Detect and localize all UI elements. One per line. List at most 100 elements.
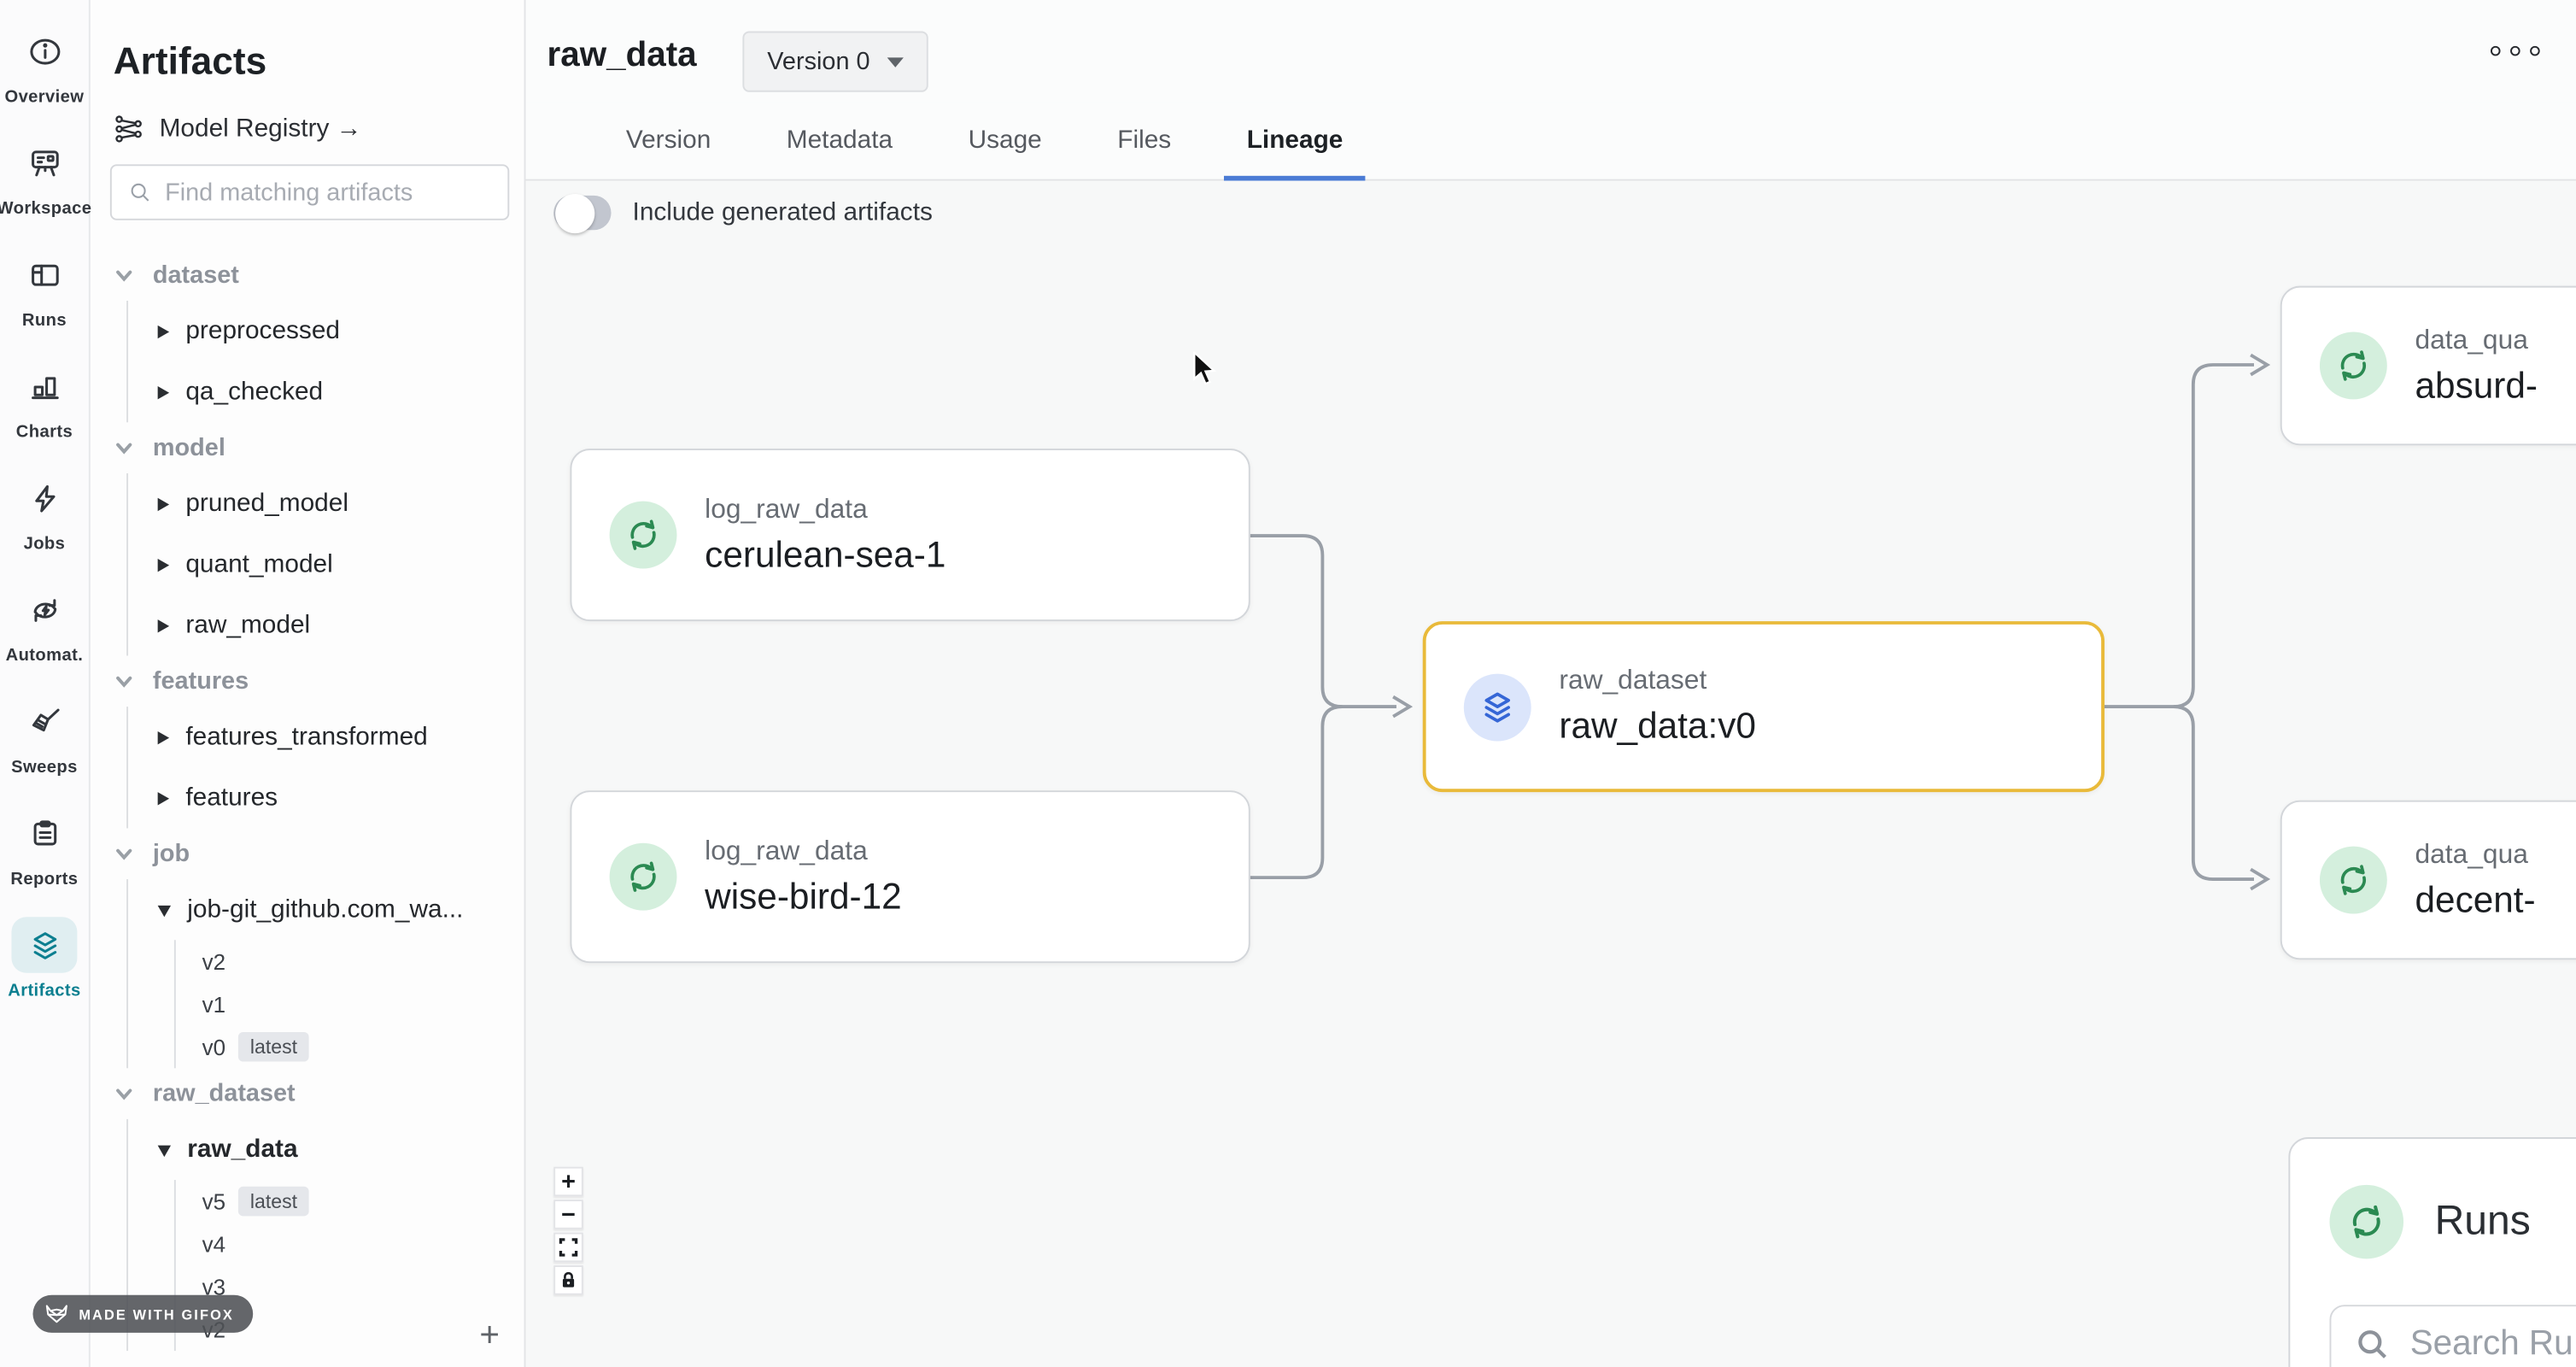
search-icon — [2358, 1330, 2386, 1358]
left-nav-rail: Overview Workspace Runs Charts Jobs Auto — [0, 0, 91, 1367]
tree-section-dataset[interactable]: dataset — [114, 249, 524, 301]
lineage-node-runs-group[interactable]: Runs — [2288, 1137, 2576, 1367]
latest-badge: latest — [238, 1186, 309, 1217]
tree-item-features-transformed[interactable]: features_transformed — [128, 707, 524, 767]
include-generated-toggle[interactable] — [553, 193, 612, 233]
nav-item-overview[interactable]: Overview — [0, 13, 90, 125]
run-cycle-icon — [2319, 331, 2387, 400]
overflow-menu-button[interactable] — [2490, 45, 2540, 56]
tab-metadata[interactable]: Metadata — [786, 126, 893, 154]
caret-down-icon — [157, 1145, 172, 1158]
caret-right-icon — [157, 619, 170, 632]
chevron-down-icon — [116, 443, 132, 455]
tree-section-job[interactable]: job — [114, 828, 524, 879]
artifacts-icon — [11, 917, 78, 973]
nav-item-automations[interactable]: Automat. — [0, 572, 90, 684]
caret-right-icon — [157, 558, 170, 572]
zoom-in-button[interactable]: + — [553, 1166, 583, 1197]
version-row-v4[interactable]: v4 — [202, 1231, 226, 1257]
reports-icon — [11, 806, 77, 861]
version-row-v1[interactable]: v1 — [202, 991, 226, 1017]
lock-icon — [562, 1271, 575, 1288]
model-registry-icon — [115, 115, 142, 143]
tree-section-model[interactable]: model — [114, 422, 524, 473]
run-cycle-icon — [2319, 846, 2387, 914]
zoom-out-button[interactable]: − — [553, 1200, 583, 1229]
model-registry-link[interactable]: Model Registry → — [114, 114, 362, 145]
made-with-gifox-badge: MADE WITH GIFOX — [32, 1294, 255, 1333]
artifact-search-input[interactable] — [165, 178, 492, 207]
gifox-fox-icon — [45, 1305, 67, 1323]
nav-item-artifacts[interactable]: Artifacts — [0, 907, 90, 1019]
tree-section-features[interactable]: features — [114, 655, 524, 707]
tab-usage[interactable]: Usage — [968, 126, 1042, 154]
add-artifact-button[interactable]: + — [479, 1316, 500, 1354]
toggle-label: Include generated artifacts — [632, 197, 933, 226]
tab-files[interactable]: Files — [1117, 126, 1172, 154]
caret-right-icon — [157, 730, 170, 744]
model-registry-label: Model Registry → — [159, 114, 362, 143]
runs-search-box[interactable] — [2329, 1305, 2576, 1367]
tree-item-job-git[interactable]: job-git_github.com_wa... — [128, 879, 524, 940]
tab-lineage[interactable]: Lineage — [1223, 102, 1367, 181]
tree-item-raw-model[interactable]: raw_model — [128, 595, 524, 655]
tree-section-raw-dataset[interactable]: raw_dataset — [114, 1068, 524, 1119]
run-cycle-icon — [609, 842, 677, 911]
runs-search-input[interactable] — [2409, 1324, 2576, 1364]
charts-icon — [11, 358, 77, 414]
nav-item-jobs[interactable]: Jobs — [0, 461, 90, 572]
tab-version[interactable]: Version — [625, 126, 711, 154]
artifact-layers-icon — [1463, 672, 1531, 741]
tree-item-raw-data[interactable]: raw_data — [128, 1119, 524, 1180]
fit-view-icon — [559, 1238, 578, 1257]
workspace-icon — [11, 135, 77, 191]
runs-table-icon — [11, 247, 77, 302]
caret-right-icon — [157, 385, 170, 399]
tree-item-pruned-model[interactable]: pruned_model — [128, 473, 524, 534]
tree-item-preprocessed[interactable]: preprocessed — [128, 301, 524, 361]
chevron-down-icon — [116, 676, 132, 688]
lock-button[interactable] — [553, 1265, 583, 1295]
automations-icon — [11, 582, 77, 637]
tree-item-qa-checked[interactable]: qa_checked — [128, 361, 524, 422]
info-icon — [11, 23, 77, 79]
main-area: raw_data Version 0 Version Metadata Usag… — [525, 0, 2576, 1367]
tab-bar: Version Metadata Usage Files Lineage — [525, 102, 2576, 181]
nav-item-workspace[interactable]: Workspace — [0, 125, 91, 237]
caret-down-icon — [157, 905, 172, 918]
chevron-down-icon — [116, 270, 132, 282]
canvas-controls: + − — [553, 1166, 583, 1295]
chevron-down-icon — [116, 1088, 132, 1100]
version-dropdown[interactable]: Version 0 — [742, 31, 928, 92]
nav-item-runs[interactable]: Runs — [0, 237, 90, 349]
header-bar: raw_data Version 0 — [525, 0, 2576, 103]
chevron-down-icon — [116, 848, 132, 860]
nav-item-reports[interactable]: Reports — [0, 795, 90, 907]
chevron-down-icon — [886, 56, 904, 67]
jobs-icon — [11, 470, 77, 525]
nav-item-sweeps[interactable]: Sweeps — [0, 684, 90, 795]
fit-view-button[interactable] — [553, 1232, 583, 1263]
version-row-v2[interactable]: v2 — [202, 948, 226, 974]
latest-badge: latest — [238, 1031, 309, 1062]
lineage-canvas[interactable]: Include generated artifacts log_raw_data… — [525, 180, 2576, 1367]
run-cycle-icon — [609, 501, 677, 569]
tree-item-quant-model[interactable]: quant_model — [128, 534, 524, 595]
toggle-knob — [555, 193, 595, 233]
artifact-search-box[interactable] — [109, 164, 510, 220]
artifact-tree: dataset preprocessed qa_checked model pr… — [114, 249, 524, 1352]
nav-item-charts[interactable]: Charts — [0, 349, 90, 461]
sweeps-icon — [11, 694, 77, 749]
caret-right-icon — [157, 324, 170, 338]
artifacts-sidebar: Artifacts Model Registry → dataset prepr… — [90, 0, 526, 1367]
search-icon — [131, 183, 149, 202]
tree-item-features[interactable]: features — [128, 767, 524, 828]
